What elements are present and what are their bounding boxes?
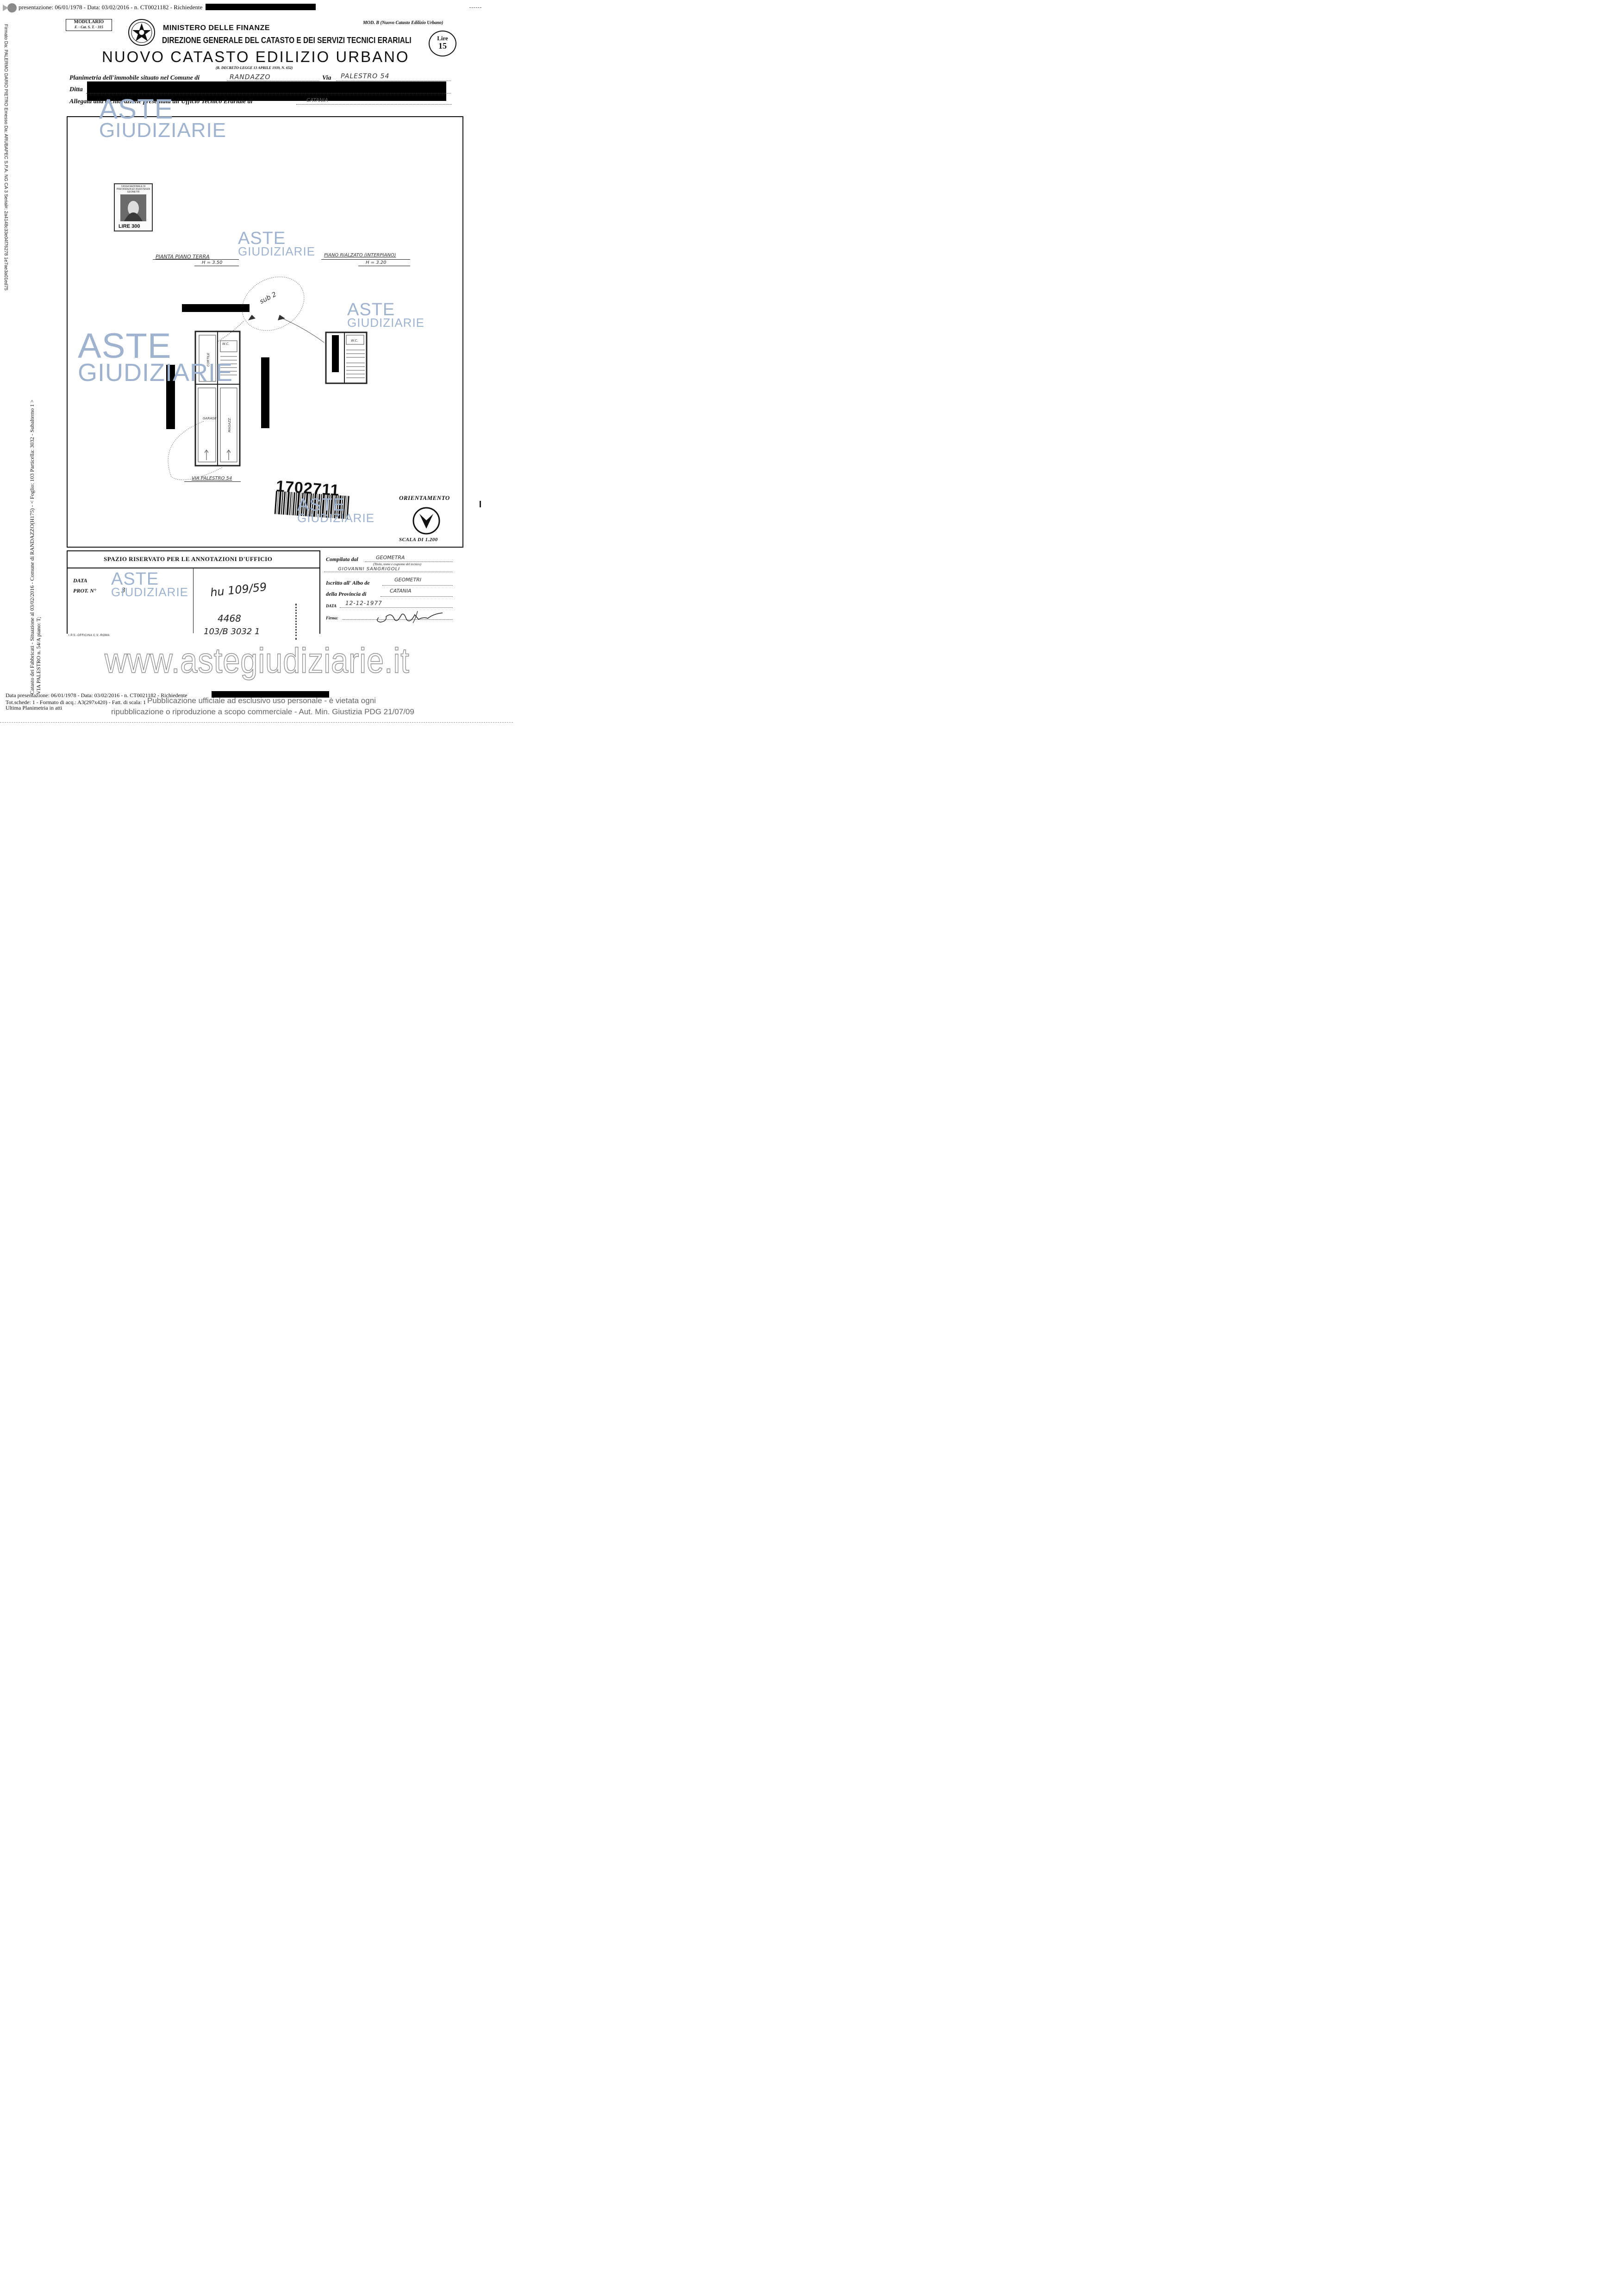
allegata-label: Allegata alla dichiarazione presentata a… [69,98,253,105]
header-strip: presentazione: 06/01/1978 - Data: 03/02/… [19,4,203,11]
room-label-wc-raised: W.C. [351,339,358,343]
plan-redaction [332,335,339,372]
footer-line-3: Ultima Planimetria in atti [6,705,62,711]
seal-icon [2,2,17,14]
compiler-data-label: DATA [326,604,337,608]
ditta-label: Ditta [69,86,83,93]
title-rule [321,259,410,260]
ground-floor-height: H = 3.50 [202,260,223,265]
barcode-icon [274,491,350,519]
republic-emblem-icon [128,19,156,46]
watermark-url: www.astegiudiziarie.it [104,641,410,681]
modulario-label: MODULARIO [74,19,104,25]
planimetria-label: Planimetria dell'immobile situato nel Co… [69,75,200,81]
footer-line-1: Data presentazione: 06/01/1978 - Data: 0… [6,692,187,699]
compiler-name: GIOVANNI SANGRIGOLI [338,567,400,572]
office-prot-label: PROT. N° [73,587,96,594]
revenue-stamp: CASSA NAZIONALE DI PREVIDENZA ED ASSISTE… [114,183,153,231]
street-label: VIA PALESTRO 54 [192,476,232,481]
room-label-magazz: MAGAZZ. [228,417,231,432]
compilata-label: Compilata dal [326,556,358,562]
compiler-data-value: 12-12-1977 [345,600,382,606]
footer-redaction [212,691,329,698]
modulario-box: MODULARIO F. - Cat. S. T. - 315 [66,19,112,31]
plan-redaction [166,365,175,429]
publication-notice-2: ripubblicazione o riproduzione a scopo c… [111,707,414,716]
orientation-label: ORIENTAMENTO [399,494,450,501]
room-label-garage: GARAGE [203,417,217,420]
handwritten-note: 4468 [218,613,241,624]
firma-label: Firma: [326,616,338,620]
raised-floor-title: PIANO RIALZATO (INTERPIANO) [324,253,396,258]
office-data-label: DATA [73,577,87,584]
vertical-stamp-marks [295,604,300,640]
signature-scribble [373,607,447,626]
compilata-value: GEOMETRA [376,555,405,561]
lire-label: Lire [437,35,448,42]
address-side-text: VIA PALESTRO n. 54/A piano: T; [35,617,42,694]
comune-value: RANDAZZO [230,74,271,81]
via-value: PALESTRO 54 [341,73,390,80]
titolo-hint: (Titolo, nome e cognome del tecnico) [373,562,421,566]
lire-value: 15 [438,41,447,50]
allegata-value: CATANIA [306,97,328,103]
watermark-logo: ASTE GIUDIZIARIE [111,569,189,599]
form-title: NUOVO CATASTO EDILIZIO URBANO [102,48,410,65]
footer-line-2: Tot.schede: 1 - Formato di acq.: A3(297x… [6,699,146,705]
redaction-bar [206,4,316,10]
iscritto-value: GEOMETRI [394,577,422,583]
plan-frame [67,116,463,548]
edge-mark [480,501,481,507]
mod-b-label: MOD. B (Nuovo Catasto Edilizio Urbano) [363,20,443,25]
ministry-name: MINISTERO DELLE FINANZE [163,24,270,32]
ground-floor-title: PIANTA PIANO TERRA [156,254,210,260]
street-rule [184,481,241,482]
stamp-header: CASSA NAZIONALE DI PREVIDENZA ED ASSISTE… [116,185,150,193]
watermark-logo: ASTE GIUDIZIARIE [238,229,316,258]
decree-reference: (R. DECRETO-LEGGE 13 APRILE 1939, N. 652… [216,66,293,70]
corner-mark [469,7,481,9]
watermark-logo: ASTE GIUDIZIARIE [78,326,233,387]
iscritto-label: Iscritto all' Albo de [326,580,370,586]
modulario-code: F. - Cat. S. T. - 315 [75,25,103,29]
printer-mark: I.P.S.-OFFICINA C.V.-ROMA [69,634,110,637]
plan-redaction [261,357,269,428]
raised-floor-drawing [324,331,368,385]
bottom-rule [0,722,513,723]
handwritten-note: 103/B 3032 1 [204,627,260,636]
watermark-logo: ASTE GIUDIZIARIE [347,300,425,330]
office-prot-value: 3 [121,587,125,594]
digital-signature-text: Firmato Da: PALERMO DARIO PIETRO Emesso … [3,24,8,291]
via-label: Via [322,75,331,81]
watermark-logo: ASTE GIUDIZIARIE [99,94,227,142]
floor-plan-drawing [153,273,329,486]
north-arrow-icon [412,506,441,535]
cadastre-situation-text: Catasto dei Fabbricati - Situazione al 0… [29,399,35,694]
office-box [67,550,320,634]
watermark-logo: ASTE GIUDIZIARIE [297,495,375,525]
publication-notice-1: Pubblicazione ufficiale ad esclusivo uso… [147,696,376,705]
office-title: SPAZIO RISERVATO PER LE ANNOTAZIONI D'UF… [104,555,273,562]
office-divider [193,568,194,633]
scale-label: SCALA DI 1.200 [399,537,438,543]
stamp-value: LIRE 300 [119,224,140,229]
lire-badge: Lire 15 [429,31,456,56]
room-label-wc: W.C. [222,342,230,346]
plan-redaction [182,304,250,312]
ditta-redaction [87,81,446,101]
direction-name: DIREZIONE GENERALE DEL CATASTO E DEI SER… [162,36,412,45]
raised-floor-height: H = 3.20 [366,260,387,265]
provincia-value: CATANIA [390,588,412,594]
stamp-portrait-icon [120,194,146,221]
provincia-label: della Provincia di [326,591,367,597]
title-rule [153,259,239,260]
